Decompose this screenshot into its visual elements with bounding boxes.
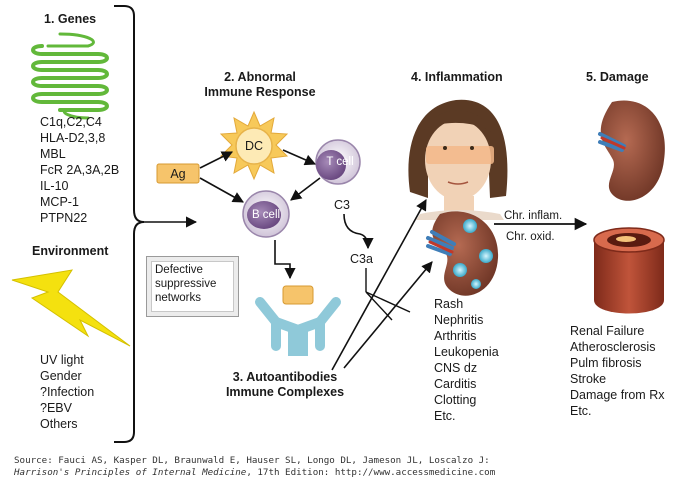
damage-list: Renal Failure Atherosclerosis Pulm fibro… <box>570 323 664 419</box>
inflammation-list: Rash Nephritis Arthritis Leukopenia CNS … <box>434 296 499 424</box>
gene-item: C1q,C2,C4 <box>40 115 102 129</box>
inflammation-item: CNS dz <box>434 361 478 375</box>
inflamed-kidney-icon <box>426 211 499 296</box>
source-line-2: Harrison's Principles of Internal Medici… <box>14 467 674 479</box>
gene-item: IL-10 <box>40 179 69 193</box>
inflammation-heading: 4. Inflammation <box>411 70 503 84</box>
environment-heading: Environment <box>32 244 109 258</box>
damage-item: Damage from Rx <box>570 388 665 402</box>
gene-item: PTPN22 <box>40 211 88 225</box>
dendritic-cell-icon <box>219 110 289 181</box>
environment-item: Gender <box>40 369 82 383</box>
environment-list: UV light Gender ?Infection ?EBV Others <box>40 352 94 432</box>
c3a-line-c <box>365 291 393 321</box>
damage-item: Pulm fibrosis <box>570 356 642 370</box>
book-title: Harrison's Principles of Internal Medici… <box>14 467 247 478</box>
defective-networks-box: Defective suppressive networks <box>146 256 239 317</box>
lightning-icon <box>11 269 131 347</box>
inflammation-item: Clotting <box>434 393 477 407</box>
damage-item: Atherosclerosis <box>570 340 656 354</box>
environment-item: UV light <box>40 353 84 367</box>
antibody-icon <box>255 285 341 356</box>
inflammation-item: Leukopenia <box>434 345 499 359</box>
inflammation-item: Nephritis <box>434 313 484 327</box>
gene-item: HLA-D2,3,8 <box>40 131 106 145</box>
c3a-line-b <box>365 291 411 313</box>
arrow-c3-c3a <box>343 213 374 250</box>
antigen-box <box>156 163 200 184</box>
book-edition: , 17th Edition: http://www.accessmedicin… <box>246 467 496 478</box>
environment-item: Others <box>40 417 78 431</box>
inflammation-item: Carditis <box>434 377 477 391</box>
arrow-tcell-bcell <box>290 177 321 201</box>
c3-label: C3 <box>334 198 350 212</box>
dc-label: DC <box>244 139 264 153</box>
environment-item: ?EBV <box>40 401 72 415</box>
gene-item: MCP-1 <box>40 195 79 209</box>
chr-oxid-label: Chr. oxid. <box>506 231 555 243</box>
inflammation-item: Arthritis <box>434 329 477 343</box>
gene-icon <box>31 32 109 120</box>
damaged-kidney-icon <box>598 100 665 201</box>
b-cell-icon <box>242 190 290 238</box>
abnormal-response-heading: 2. Abnormal Immune Response <box>204 70 316 99</box>
face-rash-icon <box>408 99 508 220</box>
damage-item: Renal Failure <box>570 324 645 338</box>
genes-heading: 1. Genes <box>44 12 97 26</box>
genes-list: C1q,C2,C4 HLA-D2,3,8 MBL FcR 2A,3A,2B IL… <box>40 114 119 226</box>
c3a-label: C3a <box>350 252 373 266</box>
ag-label: Ag <box>170 167 186 181</box>
inflammation-item: Rash <box>434 297 464 311</box>
source-line-1: Source: Fauci AS, Kasper DL, Braunwald E… <box>14 455 490 466</box>
inflammation-item: Etc. <box>434 409 456 423</box>
gene-item: MBL <box>40 147 66 161</box>
damage-item: Etc. <box>570 404 592 418</box>
artery-icon <box>593 227 665 314</box>
tcell-label: T cell <box>326 156 354 168</box>
gene-item: FcR 2A,3A,2B <box>40 163 120 177</box>
chr-inflam-label: Chr. inflam. <box>504 210 563 222</box>
arrow-ag-dc <box>199 151 234 169</box>
bcell-label: B cell <box>251 209 281 221</box>
arrow-bcell-antibody <box>274 240 296 280</box>
damage-item: Stroke <box>570 372 607 386</box>
defective-networks-text: Defective suppressive networks <box>151 261 234 312</box>
source-credit: Source: Fauci AS, Kasper DL, Braunwald E… <box>14 455 674 479</box>
damage-heading: 5. Damage <box>586 70 649 84</box>
arrow-complex-to-face <box>331 199 427 371</box>
arrow-dc-tcell <box>282 149 317 166</box>
arrow-ag-bcell <box>199 177 244 203</box>
autoantibodies-heading: 3. Autoantibodies Immune Complexes <box>225 370 345 399</box>
environment-item: ?Infection <box>40 385 95 399</box>
